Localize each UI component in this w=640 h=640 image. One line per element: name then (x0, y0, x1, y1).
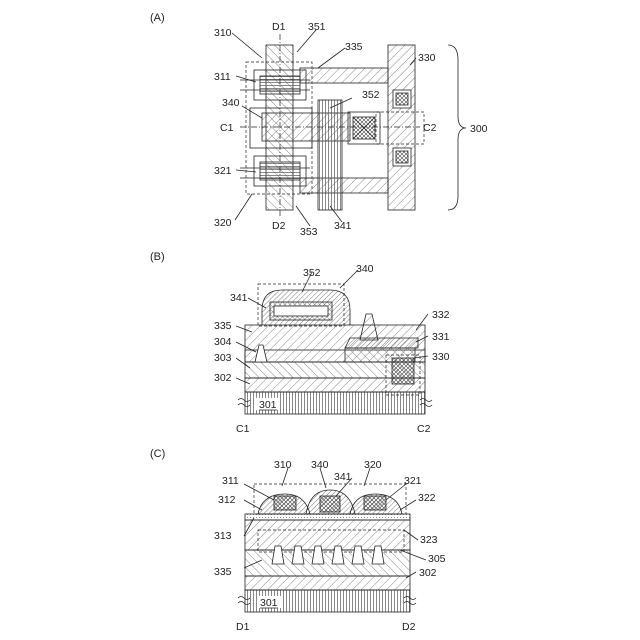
label-311: 311 (214, 71, 231, 83)
layer-335c (245, 550, 410, 576)
label-341c: 341 (334, 471, 352, 483)
label-313c: 313 (214, 530, 232, 542)
panel-c-title: (C) (150, 448, 165, 460)
label-352: 352 (362, 89, 380, 101)
label-335c: 335 (214, 566, 232, 578)
label-301c: 301 (260, 597, 278, 609)
label-d2c: D2 (402, 621, 416, 633)
layer-323 (245, 520, 410, 550)
label-331b: 331 (432, 331, 450, 343)
label-c1b: C1 (236, 423, 250, 435)
label-300: 300 (470, 123, 488, 135)
wiring-335-bottom (300, 178, 388, 193)
panel-a: (A) (150, 12, 488, 238)
label-302b: 302 (214, 372, 232, 384)
label-323c: 323 (420, 534, 438, 546)
label-321: 321 (214, 165, 232, 177)
label-301b: 301 (259, 399, 277, 411)
layer-313 (245, 514, 410, 520)
label-332b: 332 (432, 309, 450, 321)
label-c2: C2 (423, 122, 437, 134)
panel-b: (B) (150, 251, 450, 435)
label-351: 351 (308, 21, 326, 33)
label-341: 341 (334, 220, 352, 232)
label-d1: D1 (272, 21, 286, 33)
label-320c: 320 (364, 459, 382, 471)
label-330b: 330 (432, 351, 450, 363)
label-330: 330 (418, 52, 436, 64)
label-321c: 321 (404, 475, 422, 487)
wiring-341 (318, 100, 342, 210)
label-340b: 340 (356, 263, 374, 275)
brace-300 (448, 45, 466, 210)
label-303b: 303 (214, 352, 232, 364)
label-d2: D2 (272, 220, 286, 232)
gate-311 (274, 496, 296, 510)
label-310: 310 (214, 27, 232, 39)
layer-331 (345, 338, 418, 348)
label-335b: 335 (214, 320, 232, 332)
label-340c: 340 (311, 459, 329, 471)
label-c2b: C2 (417, 423, 431, 435)
label-311c: 311 (222, 475, 239, 487)
panel-b-title: (B) (150, 251, 165, 263)
label-304b: 304 (214, 336, 232, 348)
gate-321 (364, 496, 386, 510)
label-320: 320 (214, 217, 232, 229)
label-312c: 312 (218, 494, 236, 506)
label-353: 353 (300, 226, 318, 238)
label-302c: 302 (419, 567, 437, 579)
label-d1c: D1 (236, 621, 250, 633)
label-310c: 310 (274, 459, 292, 471)
label-340: 340 (222, 97, 240, 109)
panel-a-title: (A) (150, 12, 165, 24)
label-322c: 322 (418, 492, 436, 504)
label-341b: 341 (230, 292, 248, 304)
gate-341 (320, 496, 340, 512)
panel-c: (C) (150, 448, 446, 633)
wiring-335-top (300, 68, 388, 83)
label-c1: C1 (220, 122, 234, 134)
contact-330 (392, 358, 414, 384)
label-335: 335 (345, 41, 363, 53)
layer-302c (245, 576, 410, 590)
label-305c: 305 (428, 553, 446, 565)
wiring-330 (388, 45, 415, 210)
label-352b: 352 (303, 267, 321, 279)
